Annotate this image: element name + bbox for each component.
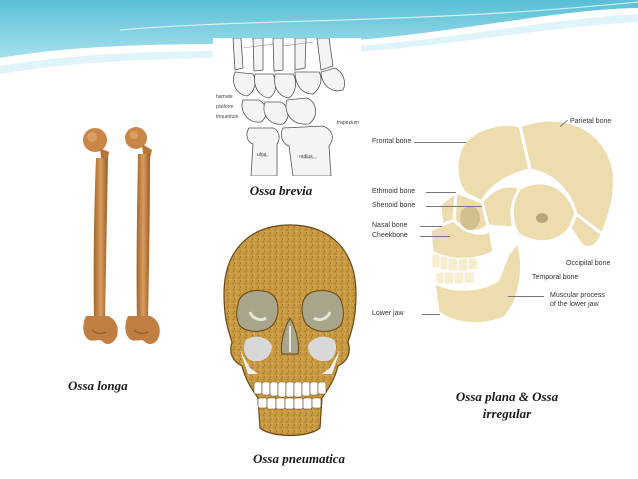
label-triquetrum: triquetrum bbox=[216, 114, 239, 120]
caption-ossa-brevia: Ossa brevia bbox=[235, 182, 327, 202]
caption-ossa-pneumatica: Ossa pneumatica bbox=[238, 450, 360, 470]
femur-right bbox=[125, 127, 160, 344]
label-temporal-bone: Temporal bone bbox=[532, 274, 579, 281]
short-bones-panel: hamate pisiform triquetrum trapezium uln… bbox=[213, 38, 361, 176]
leader-nasal bbox=[420, 226, 442, 227]
skull-front-panel bbox=[220, 222, 360, 444]
label-frontal-bone: Frontal bone bbox=[372, 138, 412, 145]
label-radius: radius bbox=[299, 154, 313, 160]
label-muscular-process-1: Muscular process bbox=[550, 292, 605, 299]
leader-lower-jaw bbox=[422, 314, 440, 315]
femur-left bbox=[83, 128, 118, 344]
skull-lateral-panel: Frontal bone Parietal bone Ethmoid bone … bbox=[370, 96, 632, 362]
label-cheekbone: Cheekbone bbox=[372, 232, 408, 239]
label-muscular-process-2: of the lower jaw bbox=[550, 301, 599, 308]
long-bones-panel bbox=[62, 120, 169, 360]
leader-shenoid bbox=[426, 206, 482, 207]
label-trapezium: trapezium bbox=[337, 120, 359, 126]
caption-ossa-longa: Ossa longa bbox=[62, 372, 169, 412]
header-wave bbox=[0, 0, 638, 74]
leader-cheek bbox=[420, 236, 450, 237]
caption-ossa-plana: Ossa plana & Ossa irregular bbox=[428, 378, 586, 434]
skull-front-illustration bbox=[223, 224, 357, 437]
skull-lateral-illustration bbox=[428, 118, 616, 326]
caption-ossa-plana-line2: irregular bbox=[482, 406, 532, 421]
caption-ossa-plana-line1: Ossa plana & Ossa bbox=[455, 389, 559, 404]
wrist-illustration bbox=[232, 38, 345, 176]
leader-frontal bbox=[414, 142, 466, 143]
label-nasal-bone: Nasal bone bbox=[372, 222, 408, 229]
label-occipital-bone: Occipital bone bbox=[566, 260, 611, 267]
label-hamate: hamate bbox=[216, 94, 233, 100]
label-ulna: ulna bbox=[257, 152, 267, 158]
leader-muscular bbox=[508, 296, 544, 297]
long-bones-illustration bbox=[83, 127, 160, 344]
leader-ethmoid bbox=[426, 192, 456, 193]
label-shenoid-bone: Shenoid bone bbox=[372, 202, 416, 209]
label-parietal-bone: Parietal bone bbox=[570, 118, 612, 125]
label-lower-jaw: Lower jaw bbox=[372, 310, 404, 317]
label-ethmoid-bone: Ethmoid bone bbox=[372, 188, 416, 195]
label-pisiform: pisiform bbox=[216, 104, 234, 110]
